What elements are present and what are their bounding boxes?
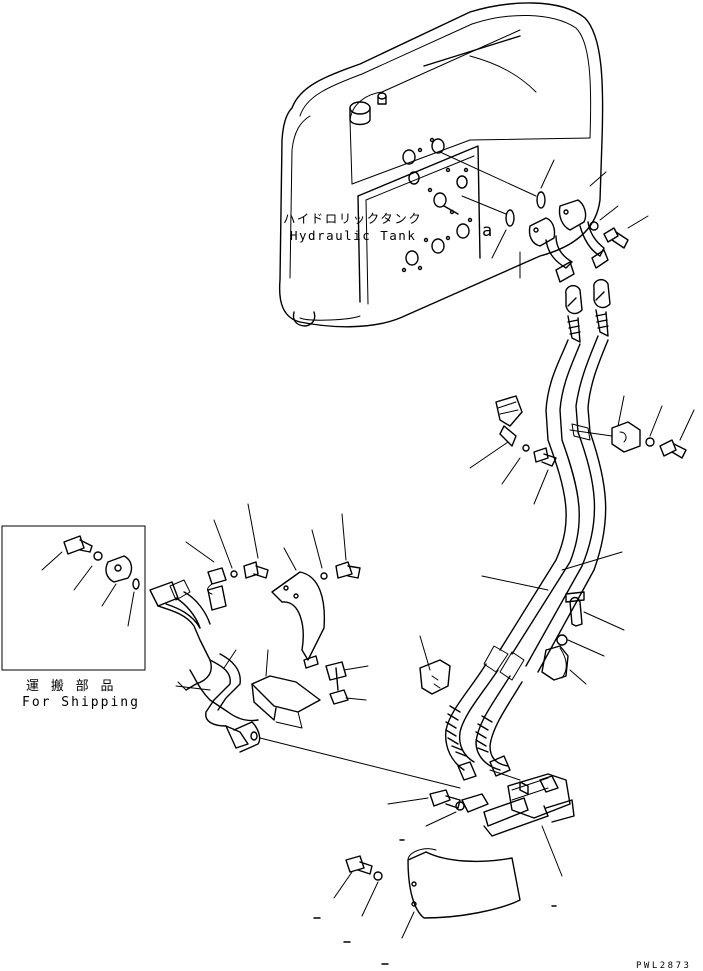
tank-label-jp: ハイドロリックタンク — [283, 211, 422, 226]
lower-right-clamps — [419, 591, 625, 695]
shipping-parts-box — [1, 525, 146, 671]
shipping-label-jp: 運 搬 部 品 — [26, 679, 115, 694]
hose-assembly — [445, 278, 623, 781]
hydraulic-tank — [278, 2, 604, 328]
left-pipe-assembly — [149, 503, 461, 789]
tank-label-en: Hydraulic Tank — [290, 228, 416, 243]
detail-ref-a: a — [482, 221, 492, 241]
elbow-flanges — [519, 171, 649, 283]
bottom-guard — [333, 848, 521, 939]
drawing-code: PWL2873 — [636, 961, 691, 971]
lower-block-assembly — [387, 769, 575, 877]
mid-hose-clamps — [469, 395, 695, 505]
shipping-label-en: For Shipping — [22, 695, 140, 710]
stray-marks — [313, 839, 557, 965]
